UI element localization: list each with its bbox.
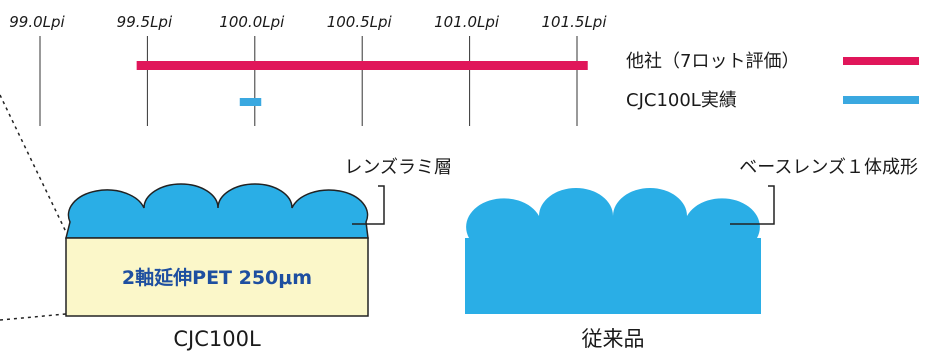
x-tick-label: 101.0Lpi: [434, 13, 500, 31]
zoom-guide-lower: [0, 313, 67, 321]
integrated-base-lens: [465, 188, 761, 314]
lens-laminate-layer: [65, 183, 369, 239]
base-layer-label: 2軸延伸PET 250μm: [122, 266, 312, 289]
range-bar-other: [136, 61, 588, 70]
legend-label-other: 他社（7ロット評価）: [626, 51, 799, 72]
conventional-diagram: ベースレンズ１体成形 従来品: [465, 157, 918, 351]
conventional-caption: 従来品: [582, 327, 645, 351]
integrated-lens-callout: ベースレンズ１体成形: [739, 157, 918, 178]
lens-laminate-callout-line: [352, 185, 385, 225]
zoom-guide-upper: [0, 94, 67, 233]
legend-swatch-cjc: [843, 96, 919, 104]
x-tick-label: 100.0Lpi: [219, 13, 285, 31]
chart-tick-labels: 99.0Lpi 99.5Lpi 100.0Lpi 100.5Lpi 101.0Lpi 10…: [9, 13, 607, 31]
cjc100l-caption: CJC100L: [173, 327, 261, 351]
x-tick-label: 99.5Lpi: [117, 13, 173, 31]
x-tick-label: 100.5Lpi: [327, 13, 393, 31]
pet-base-layer: [65, 237, 369, 317]
legend: 他社（7ロット評価） CJC100L実績: [626, 51, 919, 111]
chart-grid: [39, 36, 578, 126]
range-bar-cjc: [239, 98, 262, 106]
integrated-lens-callout-line: [730, 185, 775, 225]
x-tick-label: 101.5Lpi: [542, 13, 608, 31]
x-tick-label: 99.0Lpi: [9, 13, 65, 31]
legend-swatch-other: [843, 57, 919, 65]
legend-label-cjc: CJC100L実績: [626, 90, 737, 111]
lens-laminate-callout: レンズラミ層: [344, 157, 452, 178]
cjc100l-diagram: 2軸延伸PET 250μm レンズラミ層 CJC100L: [65, 157, 452, 351]
chart-bars: [136, 61, 588, 106]
